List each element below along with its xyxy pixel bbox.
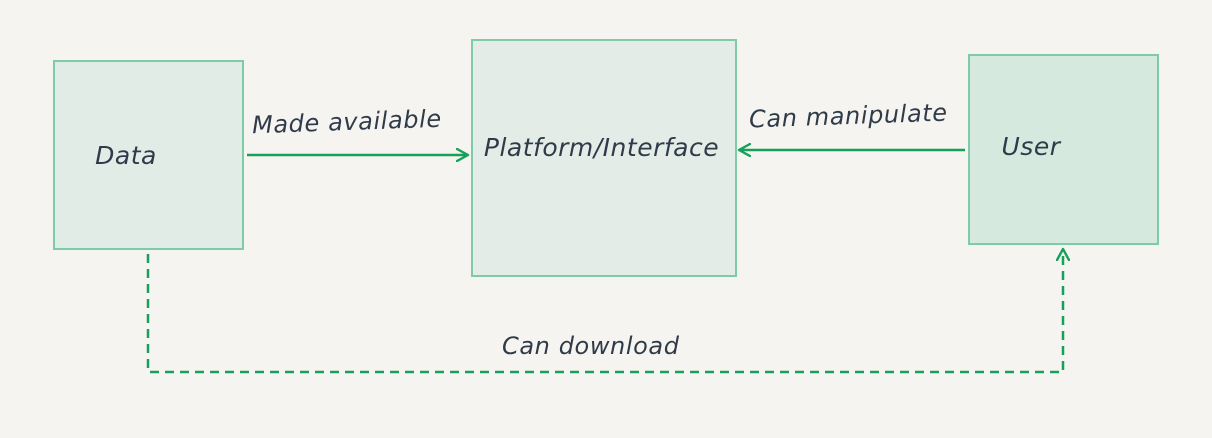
- node-user-label: User: [1001, 132, 1061, 161]
- arrow-can-download: [146, 250, 1063, 374]
- node-data-label: Data: [95, 140, 157, 170]
- node-data: Data: [53, 60, 244, 250]
- node-user: User: [968, 54, 1159, 245]
- node-platform-label: Platform/Interface: [483, 132, 720, 162]
- edge-label-can-download: Can download: [502, 332, 680, 360]
- node-platform-interface: Platform/Interface: [471, 39, 737, 277]
